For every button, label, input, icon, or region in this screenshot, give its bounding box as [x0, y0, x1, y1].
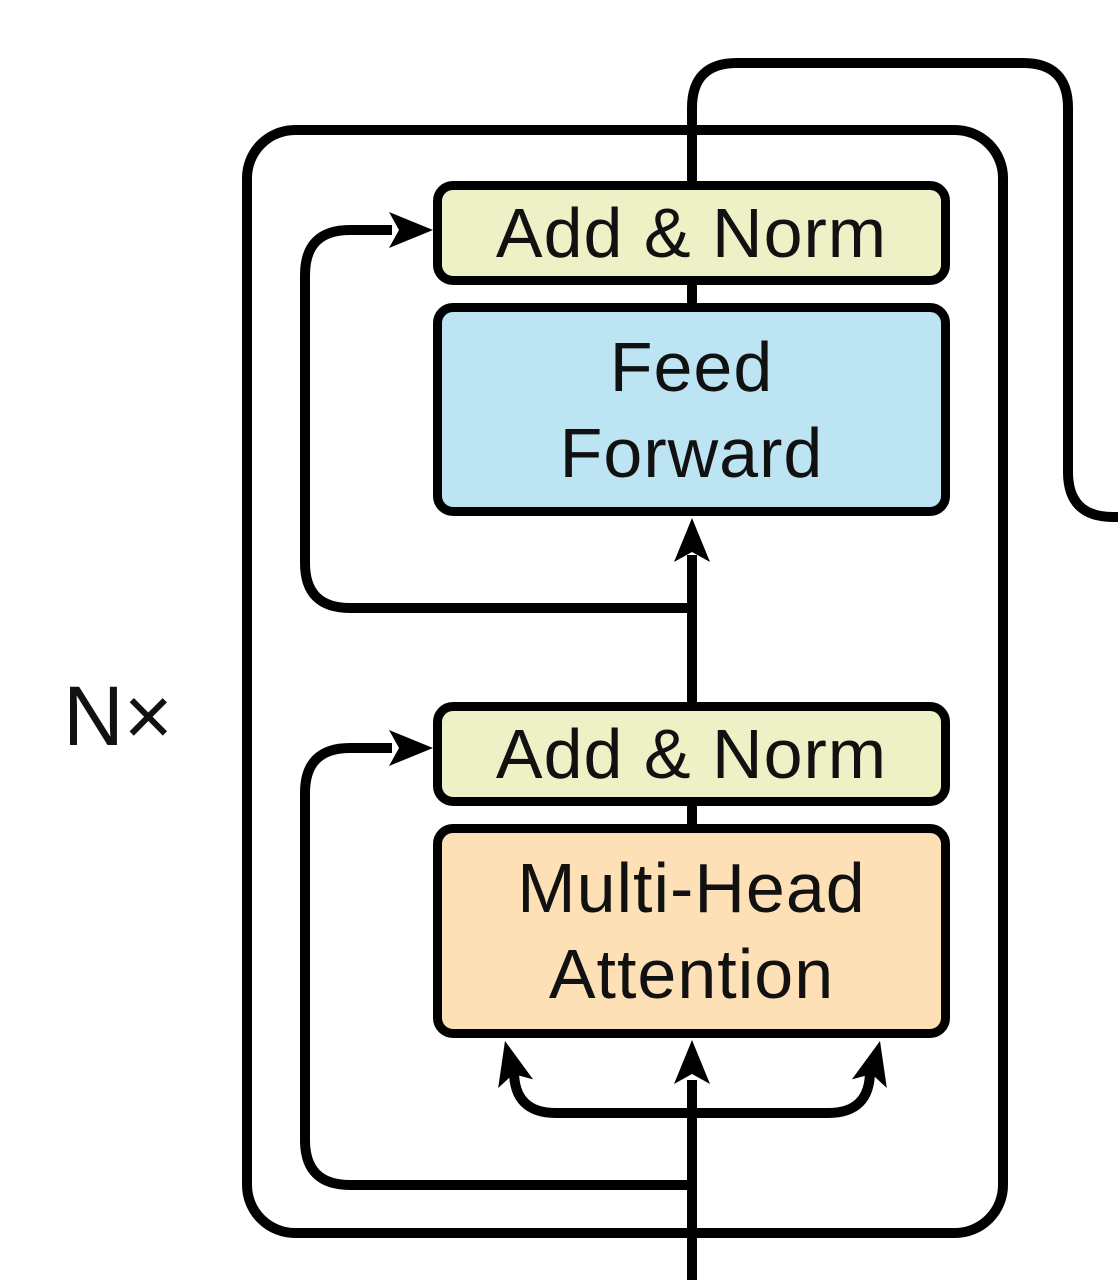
add-norm-mid-label: Add & Norm	[495, 715, 888, 793]
multi-head-attention-label-line2: Attention	[548, 935, 835, 1013]
add-norm-top-label: Add & Norm	[495, 194, 888, 272]
arrowhead-into-mha-center	[674, 1040, 710, 1084]
add-norm-mid-block: Add & Norm	[433, 702, 950, 806]
multi-head-attention-block: Multi-Head Attention	[433, 824, 950, 1038]
feed-forward-label-line2: Forward	[559, 413, 824, 492]
qkv-branch-right	[692, 1062, 875, 1118]
arrowhead-into-feedforward	[674, 518, 710, 562]
feed-forward-label-line1: Feed	[609, 327, 774, 406]
arrowhead-into-addnorm-top	[389, 212, 433, 248]
arrowhead-into-mha-right	[851, 1041, 887, 1089]
add-norm-top-block: Add & Norm	[433, 181, 950, 285]
feed-forward-block: Feed Forward	[433, 303, 950, 516]
multi-head-attention-label-line1: Multi-Head	[517, 849, 866, 927]
residual-connection-upper	[300, 225, 692, 613]
encoder-stack-container	[242, 125, 1008, 1238]
repeat-count-label: N×	[63, 668, 173, 763]
residual-connection-lower	[300, 743, 692, 1190]
encoder-output-line	[687, 58, 1118, 522]
arrowhead-into-addnorm-mid	[389, 730, 433, 766]
arrowhead-into-mha-left	[498, 1041, 534, 1089]
qkv-branch-left	[509, 1062, 692, 1118]
